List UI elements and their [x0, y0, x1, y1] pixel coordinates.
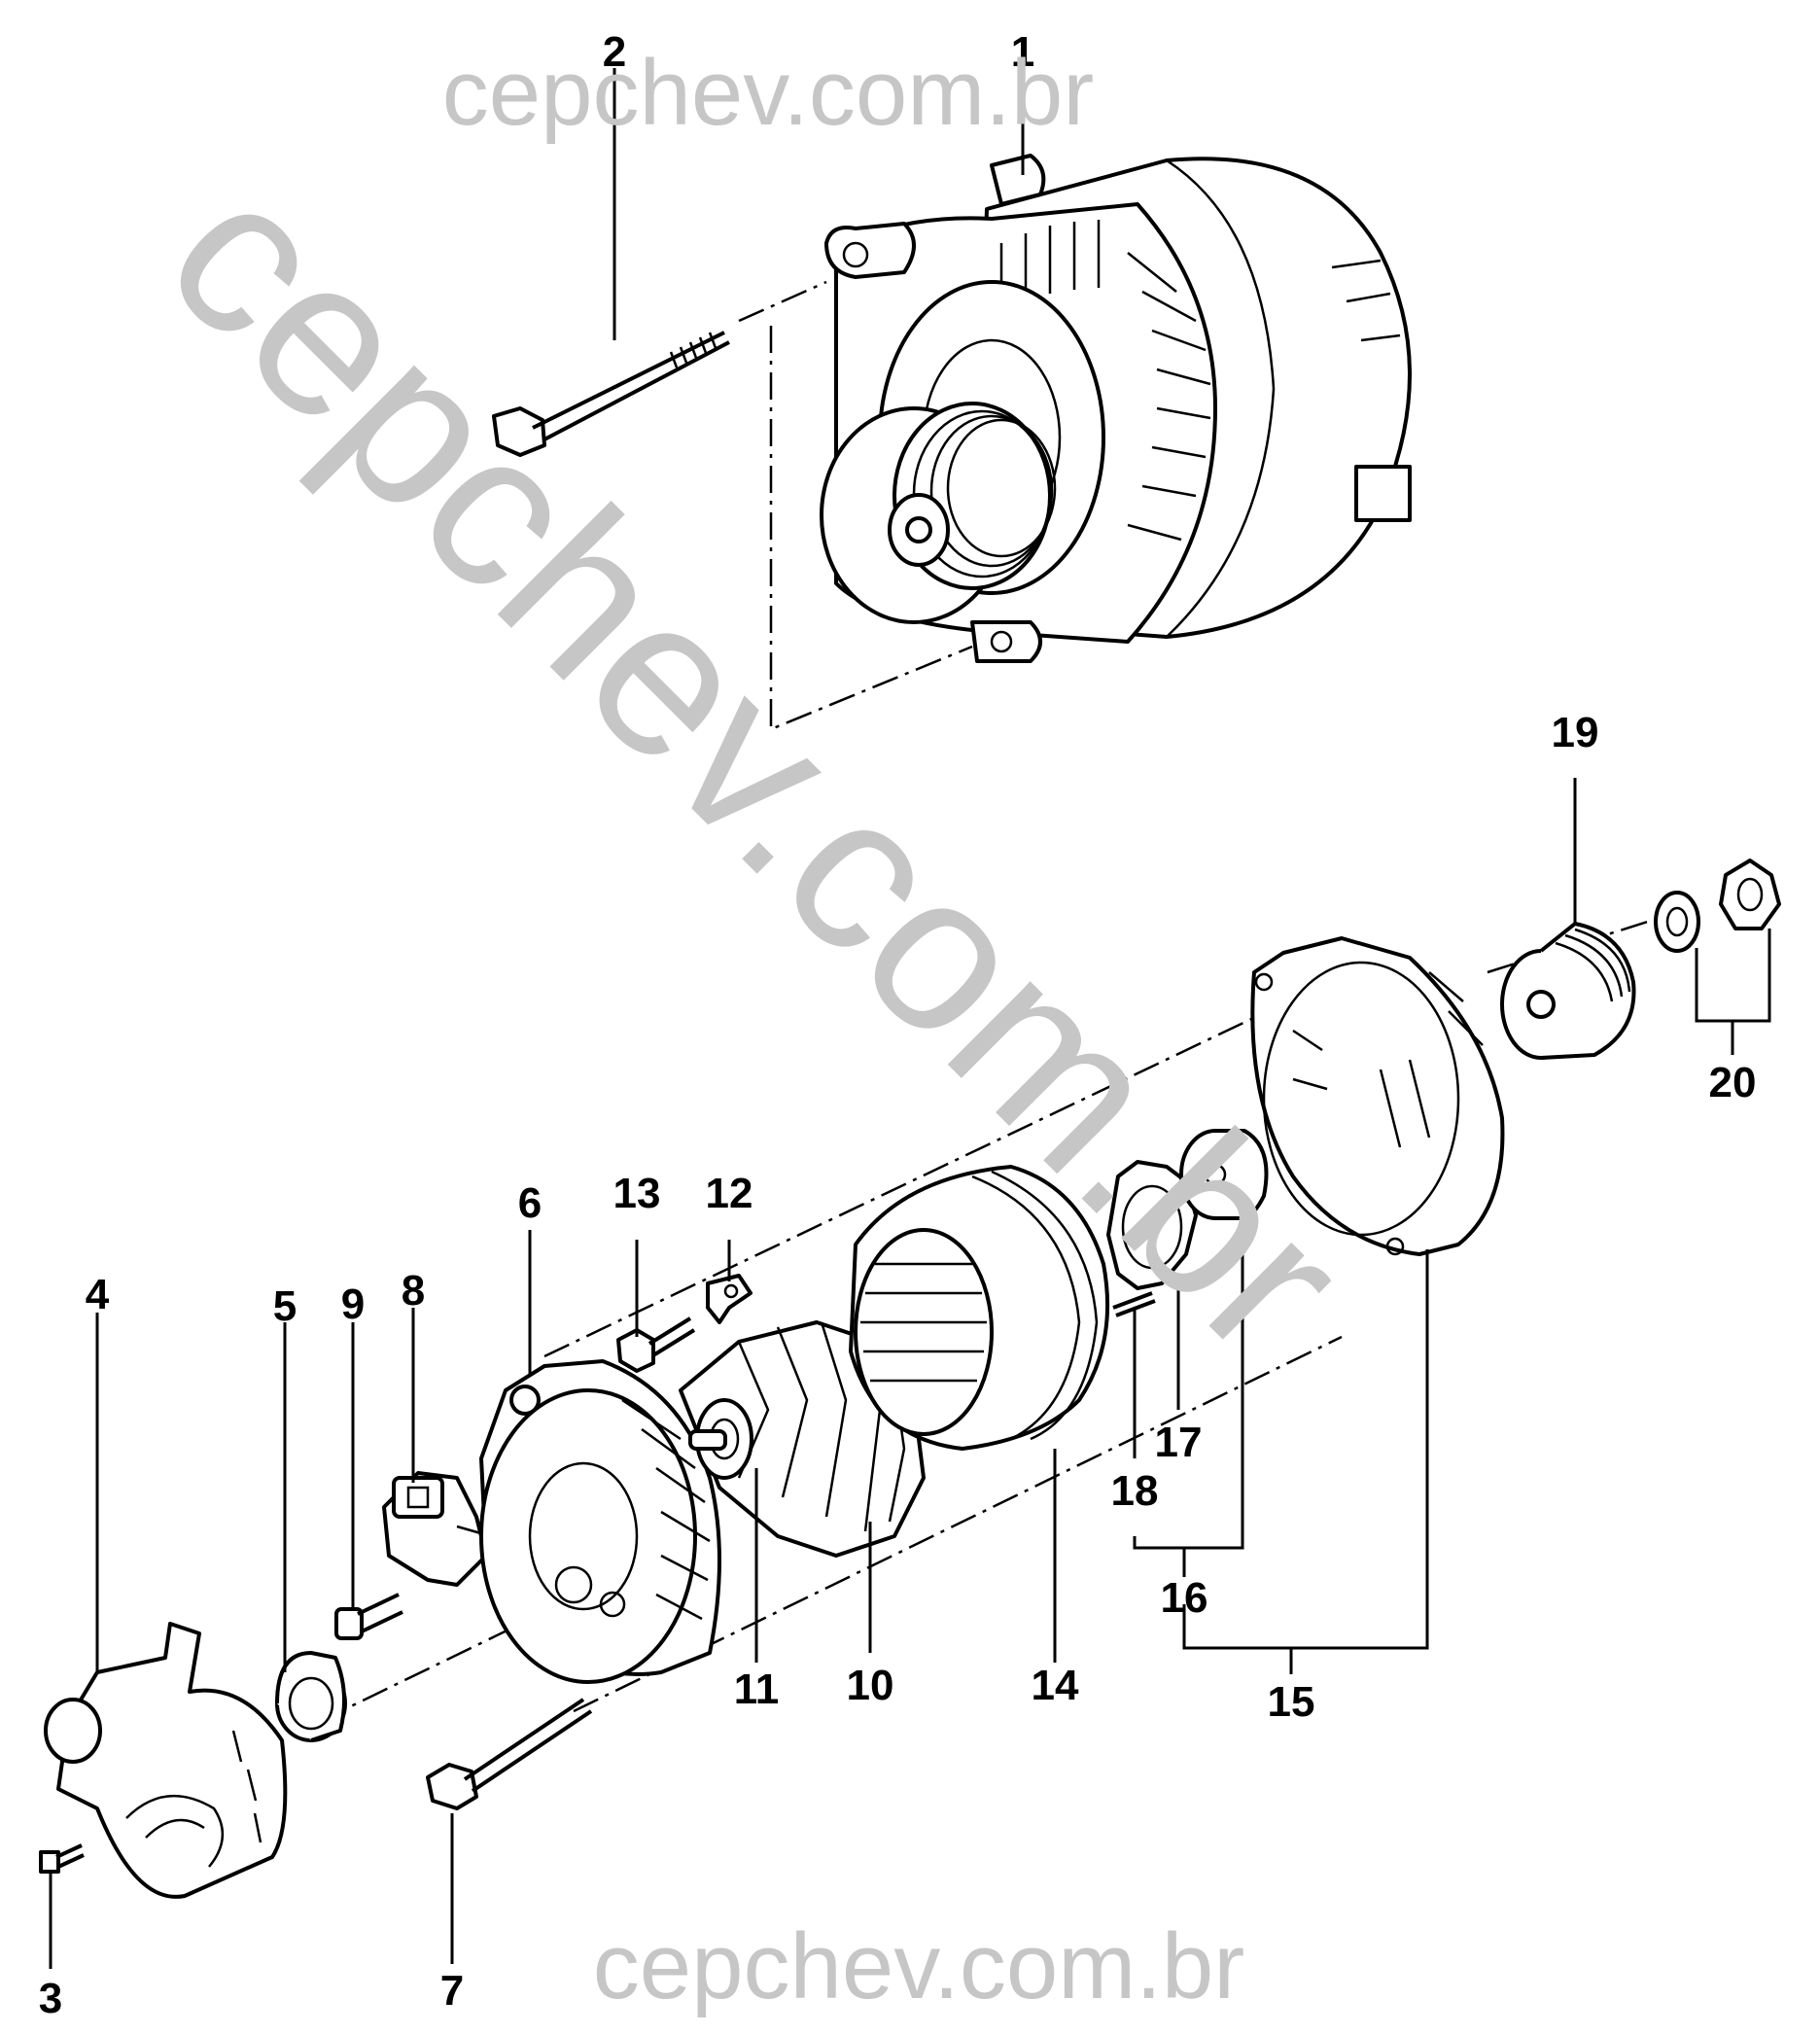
callout-12: 12: [706, 1170, 753, 1217]
pulley-washer[interactable]: [1654, 891, 1700, 953]
regulator-bolt[interactable]: [334, 1593, 403, 1640]
callout-3: 3: [39, 1975, 62, 2022]
bracket-clip[interactable]: [706, 1274, 752, 1324]
callout-11: 11: [734, 1666, 780, 1713]
drive-pulley[interactable]: [1500, 922, 1636, 1060]
alignment-line-upper: [738, 280, 973, 731]
callout-5: 5: [273, 1282, 297, 1330]
drive-end-housing[interactable]: [1250, 936, 1505, 1256]
callout-9: 9: [341, 1280, 365, 1328]
callout-numbers: 1 2 3 4 5 6 7 8 9 10 11 12 13 14 15 16 1…: [39, 28, 1757, 2022]
watermark-top: cepchev.com.br: [442, 41, 1095, 145]
callout-20: 20: [1709, 1059, 1757, 1106]
callout-13: 13: [613, 1170, 661, 1217]
callout-17: 17: [1155, 1419, 1203, 1466]
callout-10: 10: [847, 1662, 894, 1709]
callout-18: 18: [1111, 1467, 1159, 1515]
leader-lines: [49, 68, 1771, 1969]
callout-14: 14: [1032, 1662, 1079, 1709]
through-bolt-lower[interactable]: [426, 1698, 593, 1810]
callout-6: 6: [518, 1179, 542, 1227]
front-bracket-rectifier[interactable]: [479, 1359, 721, 1684]
rear-cover-screw[interactable]: [39, 1843, 85, 1874]
callout-8: 8: [402, 1267, 425, 1315]
bearing-ring[interactable]: [275, 1651, 347, 1742]
callout-2: 2: [603, 28, 626, 76]
callout-7: 7: [440, 1967, 464, 2015]
callout-19: 19: [1552, 709, 1599, 756]
stator[interactable]: [849, 1165, 1110, 1451]
callout-15: 15: [1268, 1678, 1315, 1726]
bracket-bolt[interactable]: [616, 1316, 696, 1373]
callout-4: 4: [86, 1271, 110, 1318]
pulley-nut[interactable]: [1719, 859, 1781, 930]
through-bolt-long[interactable]: [492, 331, 730, 457]
callout-1: 1: [1011, 28, 1034, 76]
callout-16: 16: [1161, 1574, 1208, 1622]
voltage-regulator[interactable]: [382, 1471, 492, 1587]
watermark-bottom: cepchev.com.br: [593, 1914, 1245, 2018]
alternator-assembly[interactable]: [820, 154, 1412, 663]
rear-cover[interactable]: [44, 1622, 288, 1899]
front-bearing[interactable]: [1179, 1129, 1269, 1220]
bearing-retainer-plate[interactable]: [1106, 1160, 1198, 1290]
